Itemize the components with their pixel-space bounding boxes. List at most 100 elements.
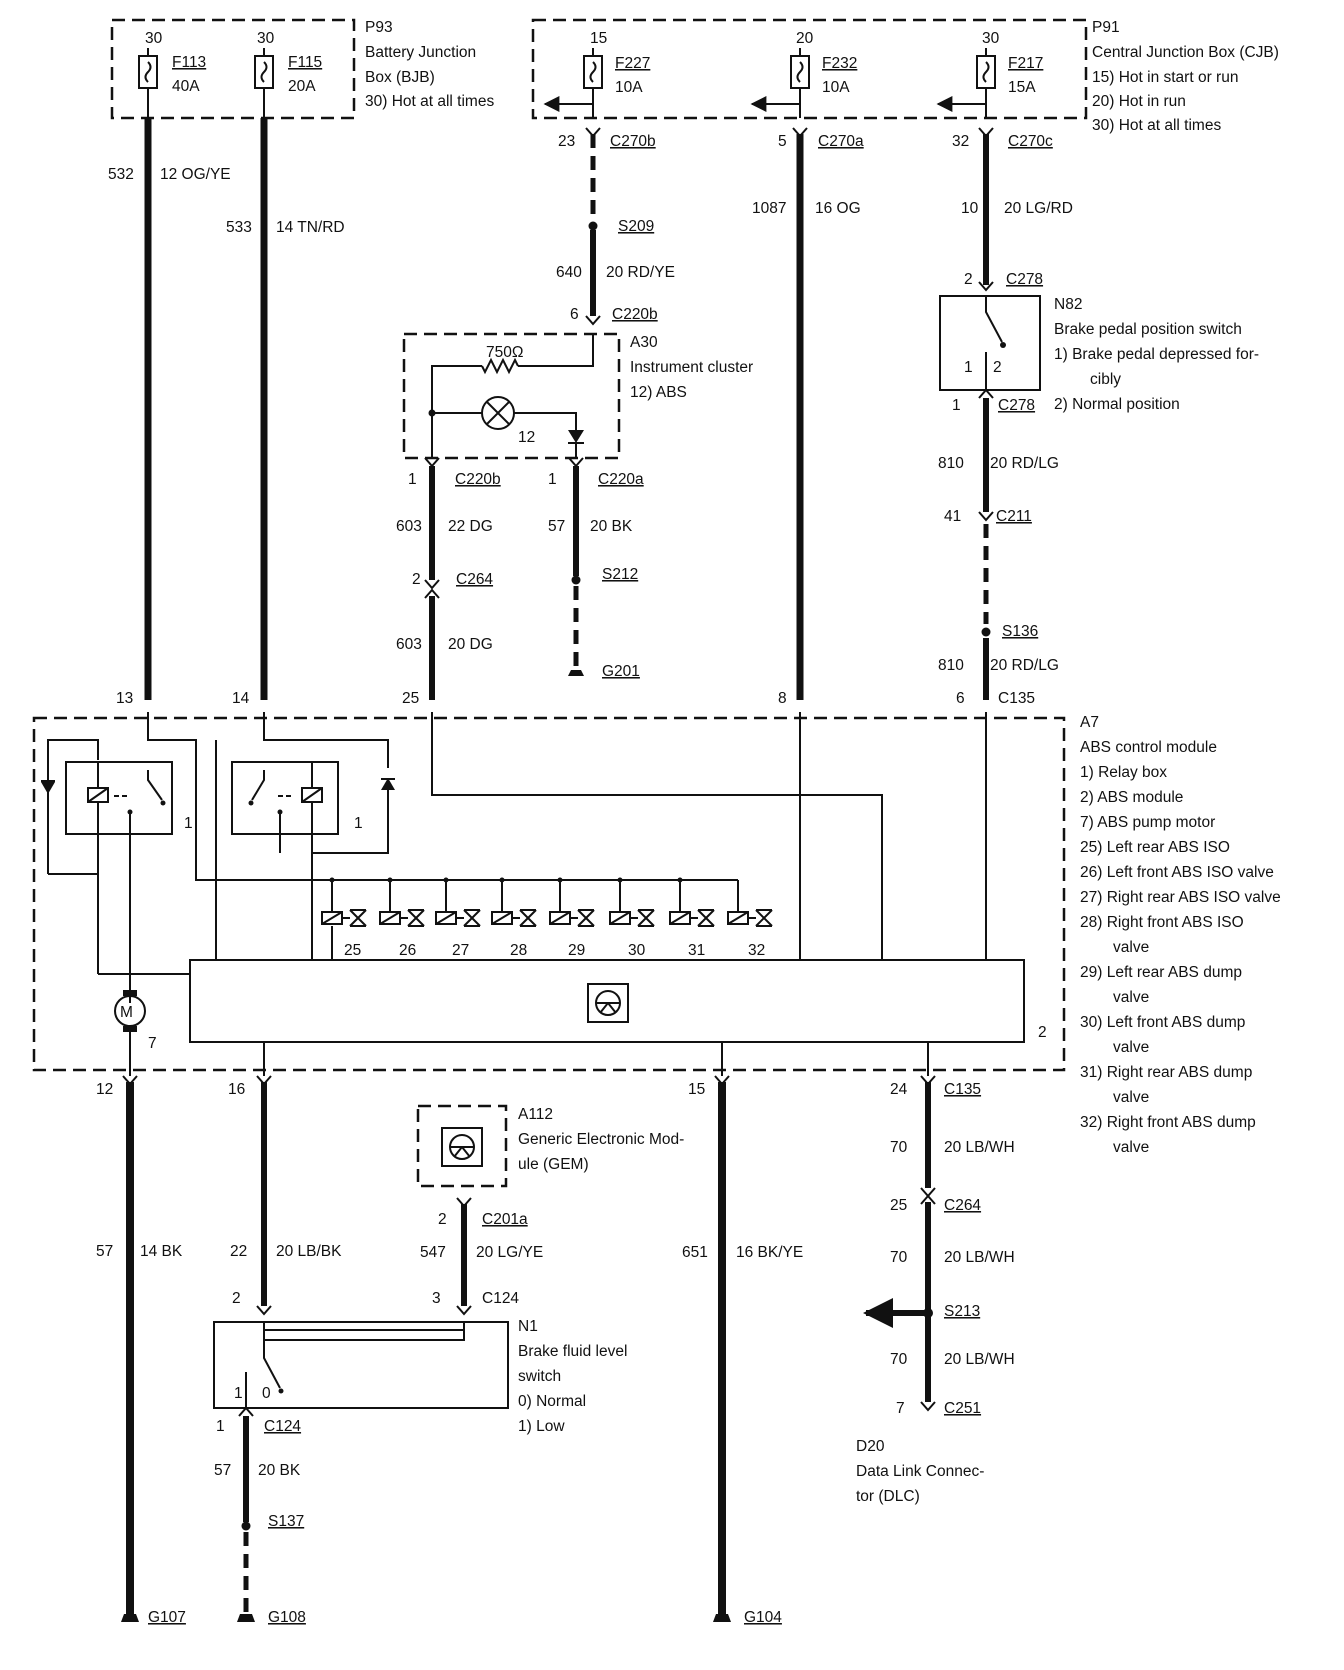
fuse-f227: 15 F227 10A <box>543 30 650 118</box>
connector-c124: C124 <box>482 1290 519 1307</box>
switch-pos-1: 1 <box>234 1385 243 1402</box>
wire-spec: 20 LG/YE <box>476 1244 543 1261</box>
valve-number: 26 <box>399 942 416 959</box>
connector-c264: C264 <box>456 571 493 588</box>
connector-c211: C211 <box>996 508 1032 525</box>
bjb-line-2: Box (BJB) <box>365 69 435 86</box>
fluid-switch-line-2: switch <box>518 1368 561 1385</box>
fuse-pin: 30 <box>257 30 275 47</box>
connector-c264-lower: C264 <box>944 1197 981 1214</box>
valve-27: 27 <box>435 877 481 959</box>
wire-spec: 20 LB/WH <box>944 1351 1015 1368</box>
wire-spec: 20 LB/WH <box>944 1249 1015 1266</box>
fuse-pin: 15 <box>590 30 607 47</box>
connector-c270a: C270a <box>818 133 864 150</box>
connector-c270c: C270c <box>1008 133 1053 150</box>
valve-number: 25 <box>344 942 361 959</box>
wire-spec: 20 BK <box>590 518 633 535</box>
abs-line-8: 28) Right front ABS ISO <box>1080 914 1244 931</box>
wire-circuit: 810 <box>938 455 964 472</box>
bjb-line-1: Battery Junction <box>365 44 476 61</box>
bjb-line-3: 30) Hot at all times <box>365 93 494 110</box>
wire-spec: 20 LG/RD <box>1004 200 1073 217</box>
switch-pos-1: 1 <box>964 359 973 376</box>
ground-icon <box>237 1614 255 1622</box>
abs-line-9: valve <box>1113 939 1149 956</box>
fuse-pin: 30 <box>145 30 163 47</box>
fluid-switch-ref: N1 <box>518 1318 538 1335</box>
valve-32: 32 <box>727 880 773 959</box>
fuse-rating: 15A <box>1008 79 1036 96</box>
fuse-rating: 20A <box>288 78 316 95</box>
motor-symbol: M <box>120 1004 133 1021</box>
ground-g201: G201 <box>602 663 640 680</box>
cluster-ref: A30 <box>630 334 658 351</box>
connector-pin: 7 <box>896 1400 905 1417</box>
wire-circuit: 70 <box>890 1351 908 1368</box>
valve-bank: 25 26 27 <box>321 877 773 959</box>
connector-pin: 6 <box>956 690 965 707</box>
brake-switch-line-2: 1) Brake pedal depressed for- <box>1054 346 1259 363</box>
wire-circuit: 651 <box>682 1244 708 1261</box>
middle-wiring: 1 C220b 603 22 DG 2 C264 603 20 DG 1 C22… <box>116 388 1059 707</box>
connector-pin: 24 <box>890 1081 908 1098</box>
brake-switch-line-3: cibly <box>1090 371 1121 388</box>
valve-number: 32 <box>748 942 765 959</box>
connector-pin: 2 <box>964 271 973 288</box>
wire-spec: 20 RD/YE <box>606 264 675 281</box>
valve-25: 25 <box>321 877 367 959</box>
lower-wiring: 12 16 15 24 C135 57 14 BK G107 22 20 LB/… <box>96 1075 1015 1626</box>
diode-icon <box>381 778 395 790</box>
connector-c220a: C220a <box>598 471 644 488</box>
valve-number: 29 <box>568 942 585 959</box>
wire-circuit: 810 <box>938 657 964 674</box>
dlc-line-1: Data Link Connec- <box>856 1463 984 1480</box>
connector-pin: 2 <box>438 1211 447 1228</box>
connector-c135-bottom: C135 <box>944 1081 981 1098</box>
module-pin: 15 <box>688 1081 705 1098</box>
cjb-line-2: 15) Hot in start or run <box>1092 69 1238 86</box>
fluid-switch-line-1: Brake fluid level <box>518 1343 627 1360</box>
ground-g108: G108 <box>268 1609 306 1626</box>
valve-30: 30 <box>609 877 655 959</box>
central-junction-box: P91 Central Junction Box (CJB) 15) Hot i… <box>531 18 1279 134</box>
wire-spec: 20 RD/LG <box>990 455 1059 472</box>
switch-pos-2: 2 <box>993 359 1002 376</box>
top-wiring: 532 12 OG/YE 533 14 TN/RD 23 C270b S209 … <box>108 118 1073 700</box>
lamp-number: 12 <box>518 429 535 446</box>
wire-spec: 22 DG <box>448 518 493 535</box>
abs-line-5: 25) Left rear ABS ISO <box>1080 839 1230 856</box>
valve-26: 26 <box>379 877 425 959</box>
splice-dot <box>588 221 598 231</box>
module-pin: 13 <box>116 690 133 707</box>
cjb-line-4: 30) Hot at all times <box>1092 117 1221 134</box>
module-pin: 12 <box>96 1081 113 1098</box>
connector-pin: 32 <box>952 133 969 150</box>
ground-g104: G104 <box>744 1609 782 1626</box>
wire-spec: 20 LB/BK <box>276 1243 342 1260</box>
fuse-id: F227 <box>615 55 650 72</box>
wire-circuit: 603 <box>396 636 422 653</box>
abs-line-17: valve <box>1113 1139 1149 1156</box>
ground-icon <box>568 670 584 676</box>
fuse-id: F115 <box>288 54 322 71</box>
connector-c124-bottom: C124 <box>264 1418 301 1435</box>
fuse-rating: 10A <box>822 79 850 96</box>
wire-circuit: 57 <box>96 1243 113 1260</box>
connector-pin: 6 <box>570 306 579 323</box>
abs-line-3: 2) ABS module <box>1080 789 1183 806</box>
ground-g107: G107 <box>148 1609 186 1626</box>
wire-spec: 20 DG <box>448 636 493 653</box>
abs-line-14: 31) Right rear ABS dump <box>1080 1064 1252 1081</box>
fuse-f232: 20 F232 10A <box>750 30 857 118</box>
wire-spec: 14 BK <box>140 1243 183 1260</box>
splice-s137: S137 <box>268 1513 304 1530</box>
brake-pedal-switch: N82 Brake pedal position switch 1) Brake… <box>939 295 1259 413</box>
valve-number: 30 <box>628 942 646 959</box>
brake-switch-line-4: 2) Normal position <box>1054 396 1180 413</box>
cjb-line-1: Central Junction Box (CJB) <box>1092 44 1279 61</box>
splice-s213: S213 <box>944 1303 980 1320</box>
abs-line-2: 1) Relay box <box>1080 764 1167 781</box>
gem-line-2: ule (GEM) <box>518 1156 589 1173</box>
brake-fluid-level-switch: N1 Brake fluid level switch 0) Normal 1)… <box>213 1318 627 1435</box>
